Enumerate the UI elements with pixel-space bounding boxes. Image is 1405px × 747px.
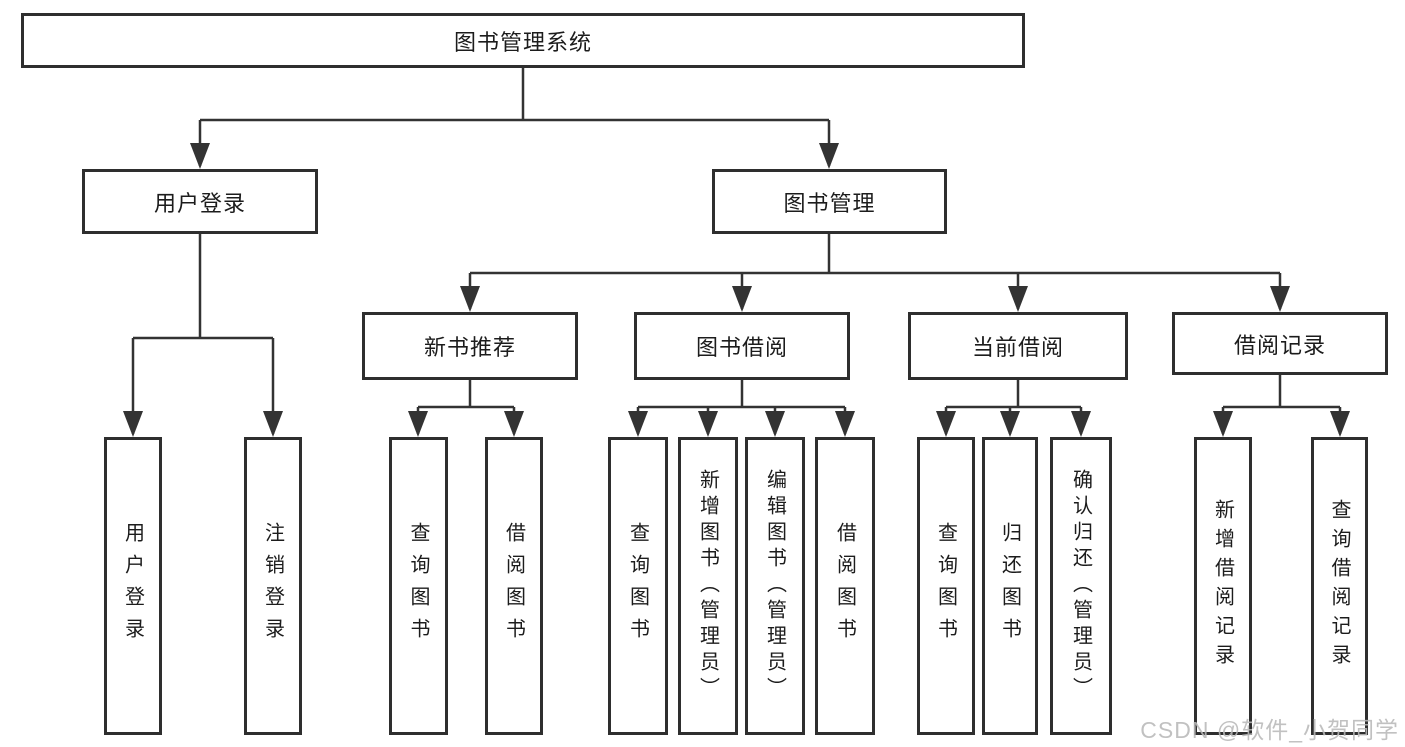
leaf-return-books: 归还图书 xyxy=(982,437,1038,735)
node-label: 查询借阅记录 xyxy=(1328,499,1350,673)
node-label: 确认归还（管理员） xyxy=(1069,469,1092,703)
node-label: 用户登录 xyxy=(121,522,144,650)
node-label: 借阅记录 xyxy=(1233,332,1326,358)
node-new-book-recommendation: 新书推荐 xyxy=(362,312,578,380)
node-library-management-system: 图书管理系统 xyxy=(21,13,1025,68)
leaf-query-books-borrowing: 查询图书 xyxy=(608,437,668,735)
node-label: 查询图书 xyxy=(407,522,429,650)
node-user-login: 用户登录 xyxy=(82,169,318,234)
leaf-confirm-return-admin: 确认归还（管理员） xyxy=(1050,437,1112,735)
node-book-borrowing: 图书借阅 xyxy=(634,312,850,380)
leaf-add-books-admin: 新增图书（管理员） xyxy=(678,437,738,735)
node-label: 图书管理系统 xyxy=(453,29,592,55)
node-label: 借阅图书 xyxy=(833,522,856,650)
leaf-edit-books-admin: 编辑图书（管理员） xyxy=(745,437,805,735)
node-label: 当前借阅 xyxy=(971,335,1064,360)
node-label: 图书借阅 xyxy=(695,335,788,360)
node-label: 图书管理 xyxy=(783,190,876,216)
leaf-add-borrow-record: 新增借阅记录 xyxy=(1194,437,1252,735)
csdn-watermark: CSDN @软件_小贺同学 xyxy=(1140,717,1399,743)
node-borrowing-records: 借阅记录 xyxy=(1172,312,1388,375)
node-label: 新增图书（管理员） xyxy=(696,469,719,703)
leaf-query-borrow-record: 查询借阅记录 xyxy=(1311,437,1368,735)
leaf-query-books-current: 查询图书 xyxy=(917,437,975,735)
node-label: 归还图书 xyxy=(998,522,1021,650)
node-book-management: 图书管理 xyxy=(712,169,947,234)
node-label: 新书推荐 xyxy=(423,335,516,360)
leaf-borrow-books-recommend: 借阅图书 xyxy=(485,437,543,735)
node-label: 新增借阅记录 xyxy=(1211,499,1234,673)
leaf-query-books-recommend: 查询图书 xyxy=(389,437,448,735)
node-label: 编辑图书（管理员） xyxy=(763,469,786,703)
arrowhead-icon xyxy=(123,143,1350,437)
node-label: 用户登录 xyxy=(153,190,246,216)
node-label: 注销登录 xyxy=(261,522,284,650)
node-label: 查询图书 xyxy=(934,522,957,650)
node-label: 查询图书 xyxy=(626,522,649,650)
leaf-user-login: 用户登录 xyxy=(104,437,162,735)
leaf-logout: 注销登录 xyxy=(244,437,302,735)
leaf-borrow-books: 借阅图书 xyxy=(815,437,875,735)
node-label: 借阅图书 xyxy=(502,522,525,650)
node-current-borrowing: 当前借阅 xyxy=(908,312,1128,380)
